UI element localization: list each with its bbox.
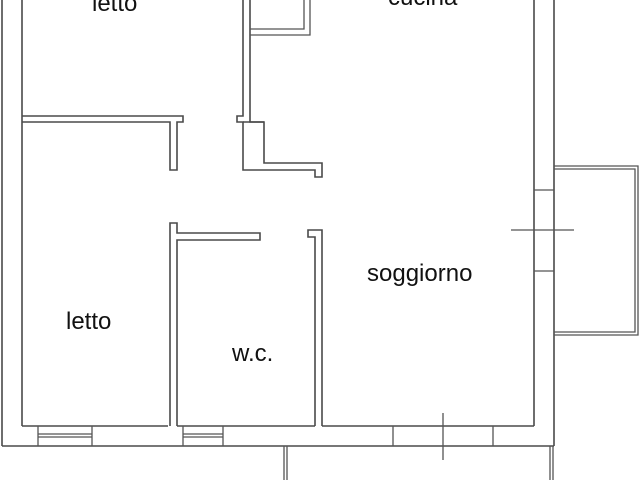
bathroom-left-wall <box>169 222 261 426</box>
window-living-room <box>392 413 494 460</box>
window-right <box>511 189 574 272</box>
outer-wall-right <box>533 0 555 446</box>
room-label-kitchen: cucina <box>388 0 457 10</box>
outer-wall-left <box>1 0 23 446</box>
outer-wall-bottom <box>2 425 554 447</box>
closet-top <box>250 0 311 36</box>
window-bedroom-bottom <box>37 426 93 446</box>
room-label-bedroom-top: letto <box>92 0 138 17</box>
room-label-bathroom: w.c. <box>232 340 274 367</box>
room-label-bedroom-bottom: letto <box>66 308 112 335</box>
lower-structure <box>283 446 554 480</box>
window-bathroom <box>182 426 224 446</box>
bathroom-right-wall <box>307 229 323 426</box>
room-label-living-room: soggiorno <box>367 260 473 287</box>
central-wall <box>236 0 323 178</box>
balcony <box>554 165 639 336</box>
partition-bedrooms <box>22 115 184 171</box>
